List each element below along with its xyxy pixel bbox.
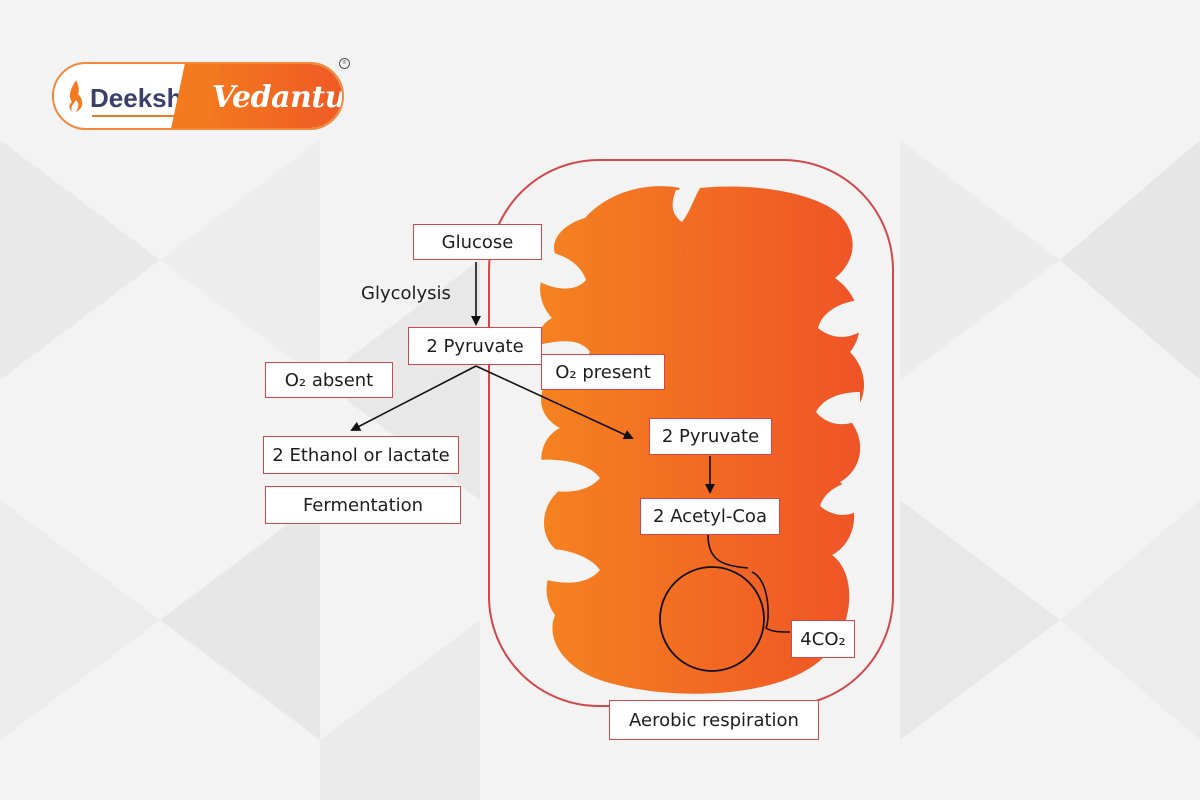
mitochondrion-fold-left-3 [538, 459, 600, 492]
o2-present-label: O₂ present [541, 354, 665, 390]
mito-pyruvate-label: 2 Pyruvate [649, 418, 772, 455]
cycle-to-co2-line [751, 571, 791, 633]
mitochondrion-fold-left-1 [538, 250, 586, 289]
o2-absent-label: O₂ absent [265, 362, 393, 398]
co2-label: 4CO₂ [791, 620, 855, 658]
brand-underline [92, 115, 188, 117]
pyruvate-top-label: 2 Pyruvate [408, 327, 542, 365]
mitochondrion-fold-left-4 [538, 548, 600, 583]
trademark-mark: ® [339, 58, 350, 69]
flame-icon [69, 80, 83, 112]
aerobic-respiration-label: Aerobic respiration [609, 700, 819, 740]
mitochondrion-fold-right-2 [816, 392, 860, 425]
krebs-cycle-circle [659, 566, 765, 672]
brand-logo: Deeksha Vedantu [52, 62, 344, 130]
brand-right-panel [196, 64, 342, 128]
arrow-to-ethanol [350, 365, 477, 431]
brand-vedantu: Vedantu [212, 80, 344, 115]
acetyl-coa-label: 2 Acetyl-Coa [640, 498, 780, 535]
fermentation-label: Fermentation [265, 486, 461, 524]
mitochondrion-fold-right-1 [818, 300, 860, 337]
arrow-to-mito-pyruvate [475, 365, 634, 440]
ethanol-lactate-label: 2 Ethanol or lactate [263, 436, 459, 474]
acetyl-to-cycle-line [707, 534, 749, 569]
glucose-label: Glucose [413, 224, 542, 260]
mitochondrion-fold-top [672, 188, 700, 222]
mitochondrion-fold-right-3 [820, 480, 860, 515]
glycolysis-label: Glycolysis [361, 283, 451, 304]
